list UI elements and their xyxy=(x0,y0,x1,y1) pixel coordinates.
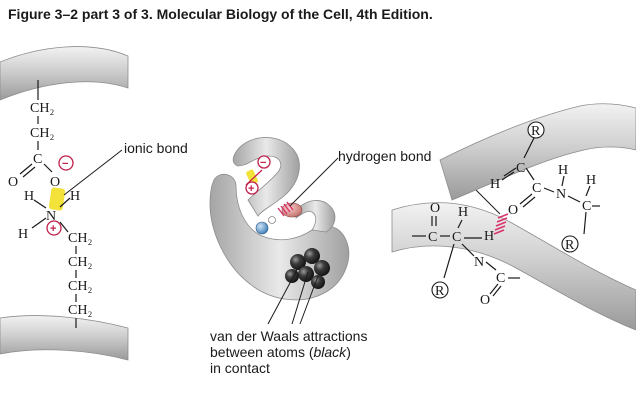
middle-panel-protein: − + van der W xyxy=(209,137,501,376)
lower-amide-nitrogen: N xyxy=(474,255,484,270)
r-group-lower-label: R xyxy=(435,284,445,299)
folded-chain-right-arm xyxy=(295,200,336,233)
lower-carbonyl-oxygen: O xyxy=(430,201,440,216)
ch2-lower-4: CH₂ xyxy=(68,303,92,318)
left-panel-ionic: CH₂ CH₂ C O O − H H N H xyxy=(0,46,188,361)
right-panel-hbond: R C H C O N H C H R xyxy=(391,103,636,331)
hydrogen-bond-stripes-right xyxy=(493,213,509,235)
vdw-label-line3: in contact xyxy=(210,360,270,376)
bottom-backbone-ribbon xyxy=(0,315,129,361)
vdw-atom-cluster xyxy=(285,248,330,289)
r-group-lower xyxy=(431,281,449,299)
upper-amide-h: H xyxy=(558,163,568,178)
upper-carbonyl-oxygen: O xyxy=(508,203,518,218)
upper-next-h: H xyxy=(586,173,596,188)
top-backbone-ribbon xyxy=(0,46,129,101)
negative-charge-middle-sign: − xyxy=(260,157,266,169)
positive-charge-sign: + xyxy=(50,223,56,235)
vdw-label-line2-c: ) xyxy=(346,344,351,360)
hydrogen-bond-label: hydrogen bond xyxy=(338,148,431,164)
lower-carbonyl-carbon: C xyxy=(428,230,437,245)
ch2-upper-1: CH₂ xyxy=(30,101,54,116)
vdw-label-line1: van der Waals attractions xyxy=(210,328,367,344)
carbonyl-oxygen: O xyxy=(8,175,18,190)
ammonium-h-left: H xyxy=(24,189,34,204)
lower-amide-h: H xyxy=(484,229,494,244)
positive-charge-middle xyxy=(245,181,259,195)
upper-carbonyl-carbon: C xyxy=(532,181,541,196)
lower-next-carbon: C xyxy=(496,271,505,286)
blue-atom xyxy=(255,221,269,235)
ammonium-h-right: H xyxy=(70,189,80,204)
ch2-lower-2: CH₂ xyxy=(68,255,92,270)
vdw-label-line2-a: between atoms ( xyxy=(210,344,314,360)
lower-next-oxygen: O xyxy=(480,293,490,308)
upper-alpha-h: H xyxy=(490,177,500,192)
carboxylate-oxygen: O xyxy=(50,175,60,190)
negative-charge-middle xyxy=(257,155,271,169)
white-atom xyxy=(268,216,276,224)
ionic-bond-label: ionic bond xyxy=(124,140,188,156)
upper-amide-nitrogen: N xyxy=(556,187,566,202)
ch2-lower-1: CH₂ xyxy=(68,231,92,246)
ch2-lower-3: CH₂ xyxy=(68,279,92,294)
upper-next-carbon: C xyxy=(582,199,591,214)
ionic-bond-marker-middle xyxy=(246,169,258,185)
r-group-upper-2-label: R xyxy=(565,238,575,253)
lower-alpha-carbon: C xyxy=(452,230,461,245)
r-group-upper xyxy=(527,121,545,139)
carboxyl-carbon: C xyxy=(33,152,42,167)
lower-alpha-h: H xyxy=(458,205,468,220)
figure-title: Figure 3–2 part 3 of 3. Molecular Biolog… xyxy=(8,6,433,22)
ionic-bond-marker xyxy=(48,187,66,211)
positive-charge-middle-sign: + xyxy=(248,183,254,195)
upper-peptide-ribbon xyxy=(439,103,636,201)
upper-alpha-carbon: C xyxy=(516,161,525,176)
ch2-upper-2: CH₂ xyxy=(30,126,54,141)
ammonium-nitrogen: N xyxy=(46,209,56,224)
ammonium-h-bottom: H xyxy=(18,227,28,242)
r-group-upper-label: R xyxy=(531,124,541,139)
vdw-label-line2-black: black xyxy=(314,344,348,360)
positive-charge-left xyxy=(46,220,62,236)
negative-charge-sign: − xyxy=(62,158,68,170)
vdw-label-line2: between atoms (black) xyxy=(210,344,351,360)
r-group-upper-2 xyxy=(561,235,579,253)
negative-charge-left xyxy=(58,155,74,171)
lower-peptide-ribbon xyxy=(391,202,636,331)
